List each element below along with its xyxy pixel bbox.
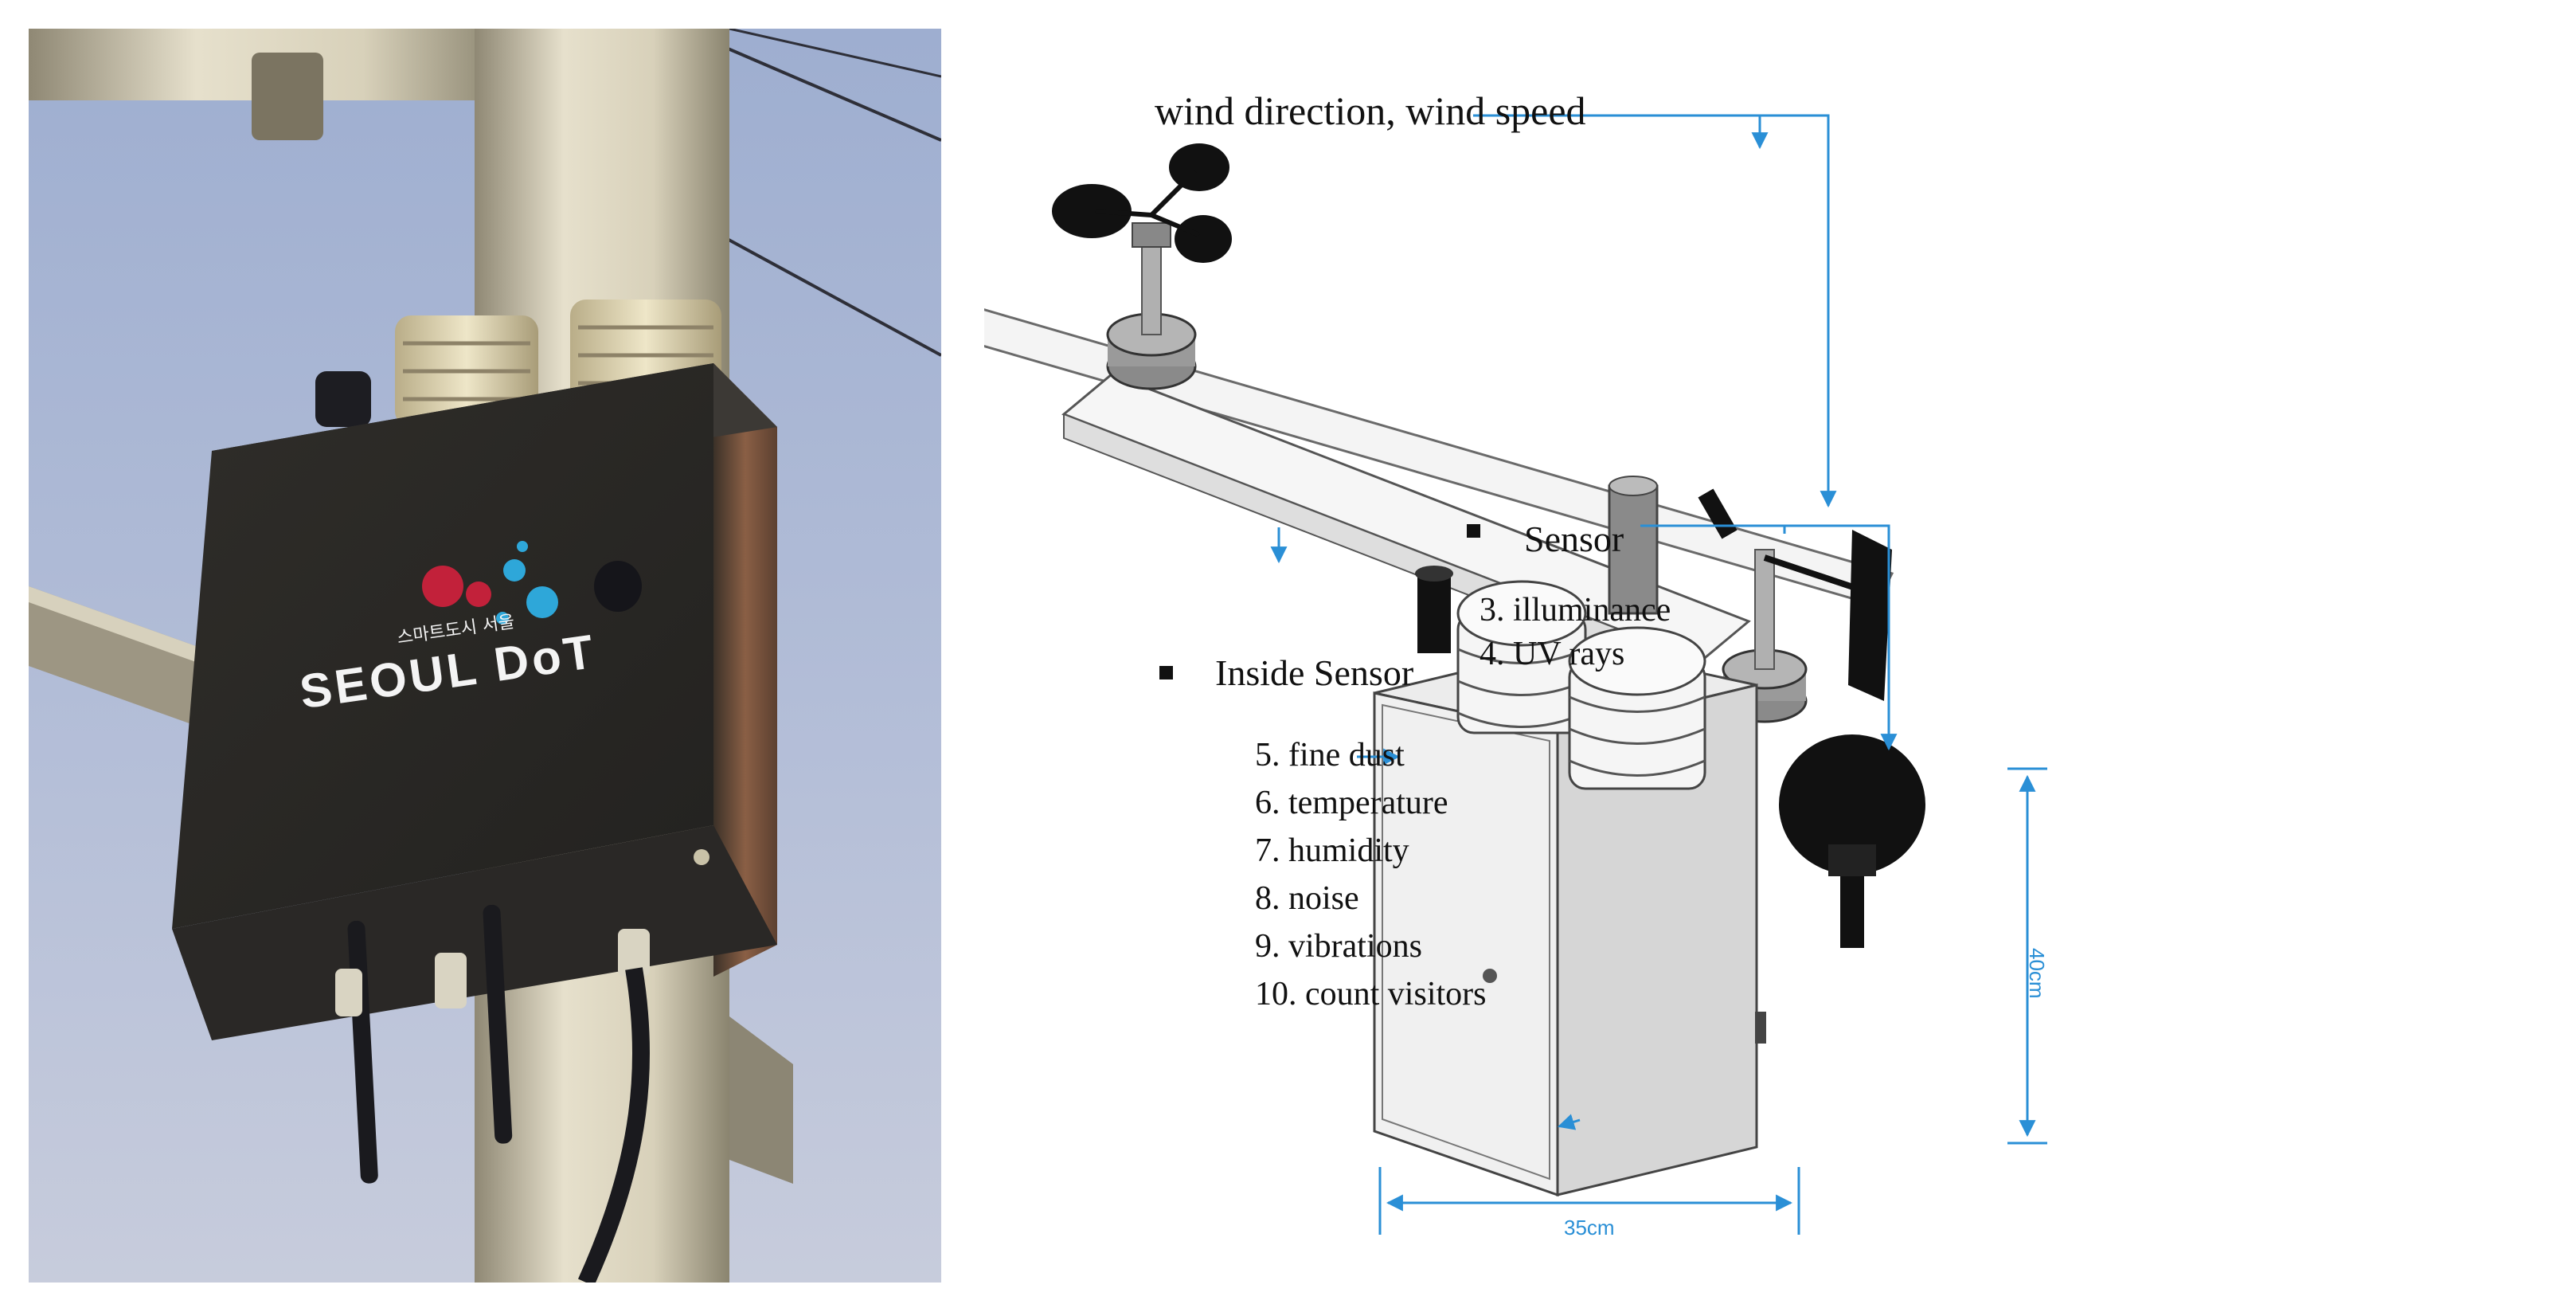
top-sensor <box>315 371 371 427</box>
inside-item-temperature: 6. temperature <box>1255 785 1448 821</box>
device-photo-drawing: 스마트도시 서울 SEOUL DoT <box>29 29 941 1283</box>
arrow-to-windvane <box>1473 114 1837 508</box>
arrow-door <box>1557 1114 1581 1130</box>
anemometer-cup <box>1175 215 1232 263</box>
hinge <box>1755 1012 1766 1044</box>
radiation-shield-right <box>1568 626 1706 790</box>
power-wire <box>721 234 941 357</box>
enclosure-side <box>713 363 777 977</box>
sensor-item-illuminance: 3. illuminance <box>1480 592 1671 629</box>
inside-heading: Inside Sensor <box>1215 655 1414 691</box>
screw <box>694 849 709 865</box>
inside-item-vibrations: 9. vibrations <box>1255 928 1422 965</box>
wind-label: wind direction, wind speed <box>1155 88 1586 133</box>
windvane-fin <box>1848 530 1892 701</box>
logo-dots <box>422 541 558 625</box>
anemometer-cup <box>1169 143 1229 191</box>
windvane-rod <box>1763 554 1862 593</box>
enclosure-bottom <box>172 825 777 1040</box>
speaker <box>729 1016 793 1184</box>
radiation-shield-left <box>1456 580 1587 734</box>
inside-item-fine-dust: 5. fine dust <box>1255 737 1405 773</box>
cable-gland <box>435 953 467 1008</box>
cable-gland <box>618 929 650 977</box>
cable-gland <box>335 969 362 1016</box>
crossarm <box>984 308 1894 607</box>
sensor-diagram: wind direction, wind speed Sensor 3. ill… <box>984 0 2576 1308</box>
inside-item-noise: 8. noise <box>1255 880 1359 917</box>
anemometer-cup <box>1052 184 1132 238</box>
callout-arrows <box>1270 114 2047 1235</box>
sensor-item-uv: 4. UV rays <box>1480 636 1625 672</box>
device-photo: 스마트도시 서울 SEOUL DoT <box>29 29 941 1283</box>
inside-item-humidity: 7. humidity <box>1255 832 1409 869</box>
antenna-right <box>483 904 513 1144</box>
windvane-shaft <box>1754 549 1775 670</box>
sensor-heading: Sensor <box>1524 519 1624 559</box>
enclosure-knob <box>594 561 642 612</box>
inside-bullet <box>1159 666 1173 679</box>
sensor-diagram-drawing <box>984 114 2047 1235</box>
conduit <box>577 967 651 1283</box>
power-wire <box>729 29 941 78</box>
mount-pole <box>1608 484 1659 615</box>
enclosure-front <box>172 363 713 929</box>
enclosure-screw <box>1483 969 1497 983</box>
anemometer-hub <box>1132 222 1171 248</box>
width-label: 35cm <box>1564 1216 1615 1239</box>
arrow-to-globe <box>1640 524 1898 751</box>
sensor-bullet <box>1467 524 1480 538</box>
inside-item-count-visitors: 10. count visitors <box>1255 976 1487 1012</box>
globe-sensor <box>1779 734 1925 875</box>
arm-flange <box>252 53 323 140</box>
height-label: 40cm <box>2025 948 2049 999</box>
top-sensor <box>1417 574 1451 653</box>
